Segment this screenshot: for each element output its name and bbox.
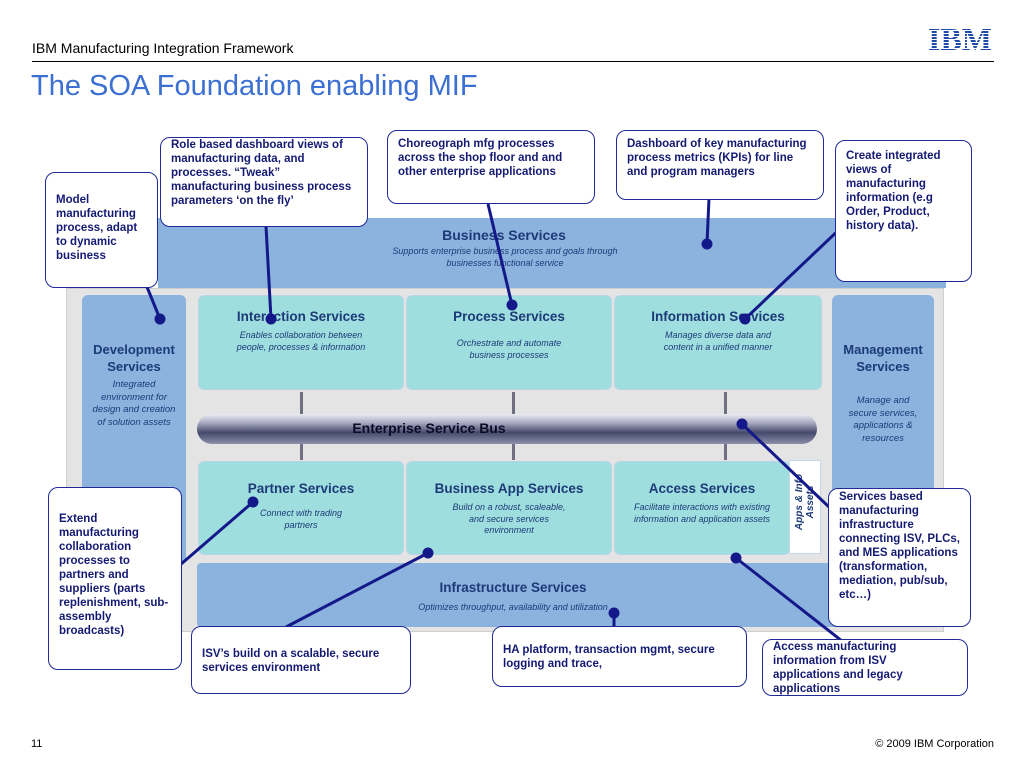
infrastructure-services-subtitle: Optimizes throughput, availability and u… [418,602,608,612]
esb-connector [512,392,515,414]
esb-connector [512,444,515,460]
leader-line [285,551,429,629]
business-app-services-box: Business App Services Build on a robust,… [406,461,612,555]
development-services-subtitle: Integrated environment for design and cr… [92,379,176,428]
leader-dot [154,313,166,325]
page-number: 11 [31,738,43,750]
callout-create-views: Create integrated views of manufacturing… [835,140,972,282]
leader-line [740,422,832,510]
information-services-subtitle: Manages diverse data and content in a un… [663,330,773,352]
enterprise-service-bus [197,414,817,444]
access-services-title: Access Services [648,481,756,496]
partner-services-title: Partner Services [247,481,355,496]
management-services-subtitle: Manage and secure services, applications… [848,395,918,444]
interaction-services-box: Interaction Services Enables collaborati… [198,295,404,390]
apps-info-assets-box [789,460,821,554]
enterprise-service-bus-label: Enterprise Service Bus [352,420,506,436]
process-services-box: Process Services Orchestrate and automat… [406,295,612,390]
leader-dot [701,238,713,250]
ibm-logo-text: IBM [928,22,992,56]
callout-model: Model manufacturing process, adapt to dy… [45,172,158,288]
partner-services-subtitle: Connect with trading partners [259,508,343,530]
esb-connector [724,392,727,414]
callout-isv-build: ISV’s build on a scalable, secure servic… [191,626,411,694]
leader-line [735,556,843,643]
process-services-title: Process Services [453,309,565,324]
business-app-services-title: Business App Services [434,481,584,496]
leader-line [705,197,711,245]
copyright: © 2009 IBM Corporation [875,738,994,750]
process-services-subtitle: Orchestrate and automate business proces… [456,338,562,360]
management-services-title: Management Services [843,342,923,374]
leader-line [145,286,162,320]
leader-line [179,500,254,567]
callout-access-manufacturing: Access manufacturing information from IS… [762,639,968,696]
information-services-box: Information Services Manages diverse dat… [614,295,822,390]
leader-dot [736,418,748,430]
infrastructure-services-title: Infrastructure Services [439,580,587,595]
business-app-services-subtitle: Build on a robust, scaleable, and secure… [452,502,566,535]
leader-line [486,203,514,306]
leader-dot [608,607,620,619]
callout-role-based-dashboard: Role based dashboard views of manufactur… [160,137,368,227]
leader-line [264,225,273,320]
business-services-title: Business Services [442,227,566,243]
leader-dot [506,299,518,311]
leader-dot [730,552,742,564]
interaction-services-subtitle: Enables collaboration between people, pr… [236,330,366,352]
header-divider [32,61,994,62]
leader-dot [265,313,277,325]
development-services-title: Development Services [93,342,175,374]
callout-dashboard-kpis: Dashboard of key manufacturing process m… [616,130,824,200]
leader-dot [422,547,434,559]
esb-connector [300,392,303,414]
partner-services-box: Partner Services Connect with trading pa… [198,461,404,555]
access-services-subtitle: Facilitate interactions with existing in… [633,502,771,524]
page-title: The SOA Foundation enabling MIF [31,70,478,102]
access-services-box: Access Services Facilitate interactions … [614,461,790,555]
callout-ha-platform: HA platform, transaction mgmt, secure lo… [492,626,747,687]
leader-dot [247,496,259,508]
leader-line [743,222,847,321]
callout-choreograph: Choreograph mfg processes across the sho… [387,130,595,204]
header-subtitle: IBM Manufacturing Integration Framework [32,40,294,56]
callout-services-based: Services based manufacturing infrastruct… [828,488,971,627]
esb-connector [300,444,303,460]
esb-connector [724,444,727,460]
ibm-logo: IBM [924,21,996,57]
callout-extend: Extend manufacturing collaboration proce… [48,487,182,670]
leader-dot [739,313,751,325]
business-services-subtitle: Supports enterprise business process and… [392,246,618,268]
